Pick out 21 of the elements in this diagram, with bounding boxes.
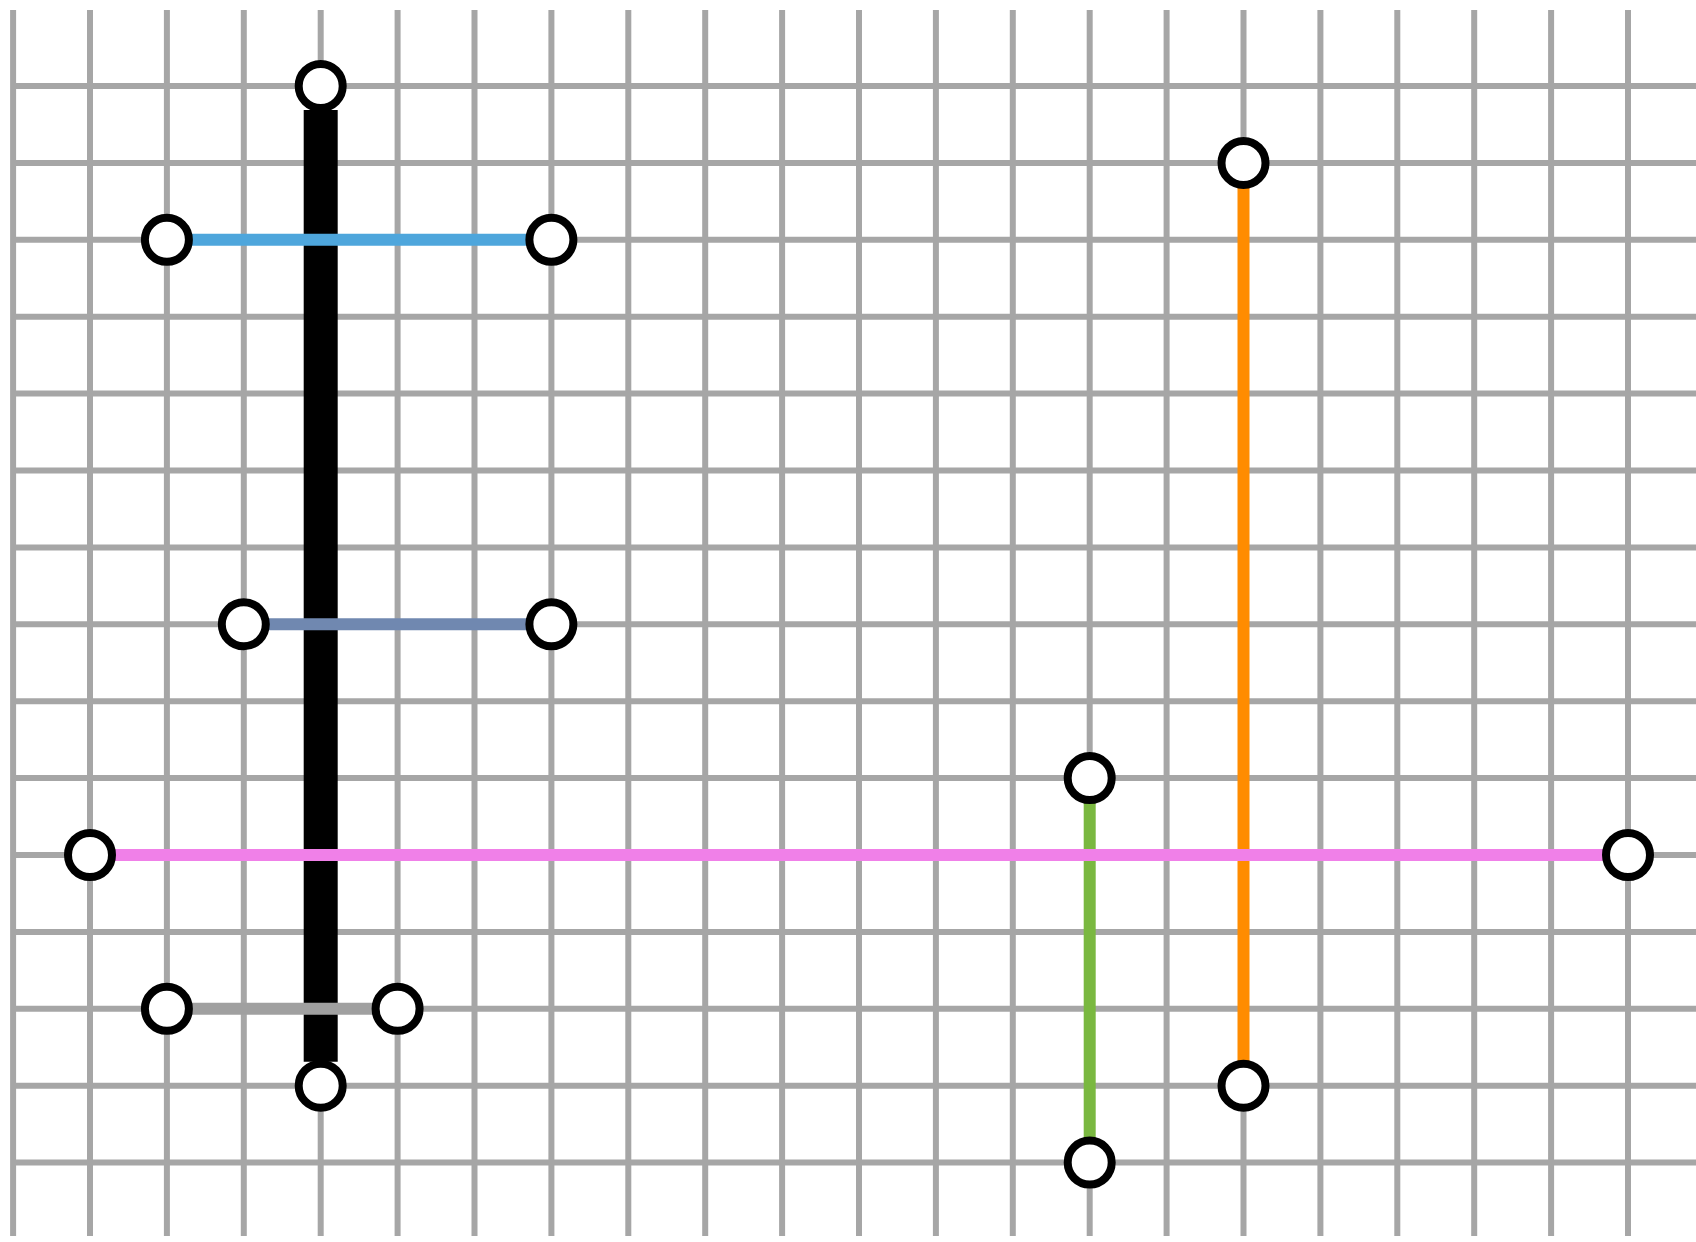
line-segment	[190, 233, 528, 246]
line-segment	[114, 849, 1604, 861]
line-segment	[1237, 186, 1250, 1062]
endpoint-circle	[371, 982, 424, 1035]
line-segment	[267, 618, 528, 631]
endpoint-circle	[64, 829, 116, 881]
endpoint-circle	[217, 598, 270, 651]
line-segment	[190, 1002, 374, 1015]
endpoint-circle	[525, 213, 578, 266]
endpoint-circle	[140, 982, 193, 1035]
endpoint-circle	[1217, 1059, 1270, 1112]
endpoint-circle	[1217, 136, 1270, 189]
endpoint-circle	[1063, 752, 1116, 805]
line-segment	[1083, 802, 1096, 1139]
endpoint-circle	[140, 213, 193, 266]
endpoint-circle	[1063, 1136, 1116, 1189]
endpoint-circle	[1602, 829, 1654, 881]
line-segment	[303, 110, 338, 1062]
endpoint-circle	[525, 598, 578, 651]
endpoint-circle	[294, 1059, 347, 1112]
endpoint-circle	[294, 60, 347, 112]
